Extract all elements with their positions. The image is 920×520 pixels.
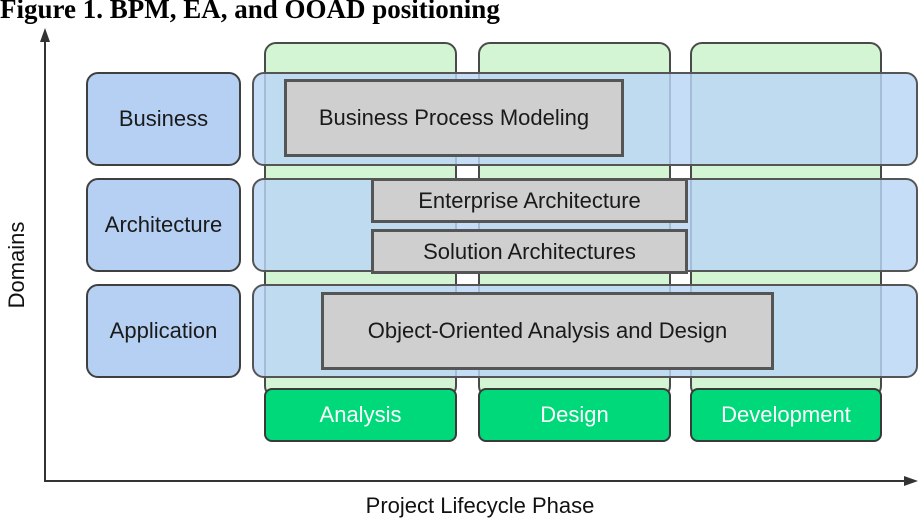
area-business-process-modeling: Business Process Modeling bbox=[284, 79, 624, 157]
figure-caption: Figure 1. BPM, EA, and OOAD positioning bbox=[0, 0, 500, 24]
domain-application: Application bbox=[86, 284, 241, 378]
phase-development: Development bbox=[690, 388, 882, 442]
area-solution-architectures: Solution Architectures bbox=[371, 229, 688, 274]
y-axis-label: Domains bbox=[4, 221, 29, 309]
domain-business: Business bbox=[86, 72, 241, 166]
area-enterprise-architecture: Enterprise Architecture bbox=[371, 178, 688, 223]
domain-architecture: Architecture bbox=[86, 178, 241, 272]
x-axis-label: Project Lifecycle Phase bbox=[365, 493, 595, 518]
x-axis-arrowhead bbox=[904, 476, 918, 486]
phase-design: Design bbox=[478, 388, 671, 442]
y-axis-arrowhead bbox=[40, 28, 50, 42]
area-ooad: Object-Oriented Analysis and Design bbox=[321, 292, 774, 370]
phase-analysis: Analysis bbox=[264, 388, 457, 442]
